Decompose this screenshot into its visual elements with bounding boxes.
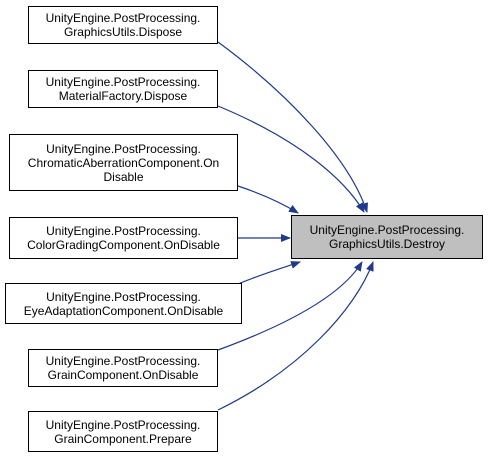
node-graphicsutils-destroy[interactable]: UnityEngine.PostProcessing. GraphicsUtil… bbox=[291, 215, 483, 259]
edge-grain-prepare bbox=[217, 261, 374, 411]
node-label: UnityEngine.PostProcessing. EyeAdaptatio… bbox=[23, 289, 224, 318]
edge-grain-ondisable bbox=[217, 261, 363, 351]
node-eyeadaptation-ondisable[interactable]: UnityEngine.PostProcessing. EyeAdaptatio… bbox=[5, 283, 242, 324]
node-label: UnityEngine.PostProcessing. MaterialFact… bbox=[45, 75, 201, 103]
edge-materialfactory-dispose bbox=[217, 105, 365, 213]
node-label: UnityEngine.PostProcessing. GraphicsUtil… bbox=[45, 11, 201, 39]
node-label: UnityEngine.PostProcessing. GrainCompone… bbox=[45, 354, 201, 382]
edge-eyeadaptation-ondisable bbox=[237, 261, 301, 285]
node-grain-ondisable[interactable]: UnityEngine.PostProcessing. GrainCompone… bbox=[28, 349, 218, 387]
node-label: UnityEngine.PostProcessing. ColorGrading… bbox=[27, 224, 220, 252]
node-label: UnityEngine.PostProcessing. GrainCompone… bbox=[45, 417, 201, 446]
node-colorgrading-ondisable[interactable]: UnityEngine.PostProcessing. ColorGrading… bbox=[9, 217, 238, 259]
node-grain-prepare[interactable]: UnityEngine.PostProcessing. GrainCompone… bbox=[28, 411, 218, 452]
node-label-target: UnityEngine.PostProcessing. GraphicsUtil… bbox=[309, 223, 465, 251]
edge-chromaticaberration-ondisable bbox=[237, 185, 299, 214]
edge-graphicsutils-dispose bbox=[217, 41, 368, 213]
node-graphicsutils-dispose[interactable]: UnityEngine.PostProcessing. GraphicsUtil… bbox=[28, 6, 218, 44]
node-materialfactory-dispose[interactable]: UnityEngine.PostProcessing. MaterialFact… bbox=[28, 70, 218, 108]
node-label: UnityEngine.PostProcessing. ChromaticAbe… bbox=[27, 141, 220, 184]
node-chromaticaberration-ondisable[interactable]: UnityEngine.PostProcessing. ChromaticAbe… bbox=[9, 134, 238, 191]
